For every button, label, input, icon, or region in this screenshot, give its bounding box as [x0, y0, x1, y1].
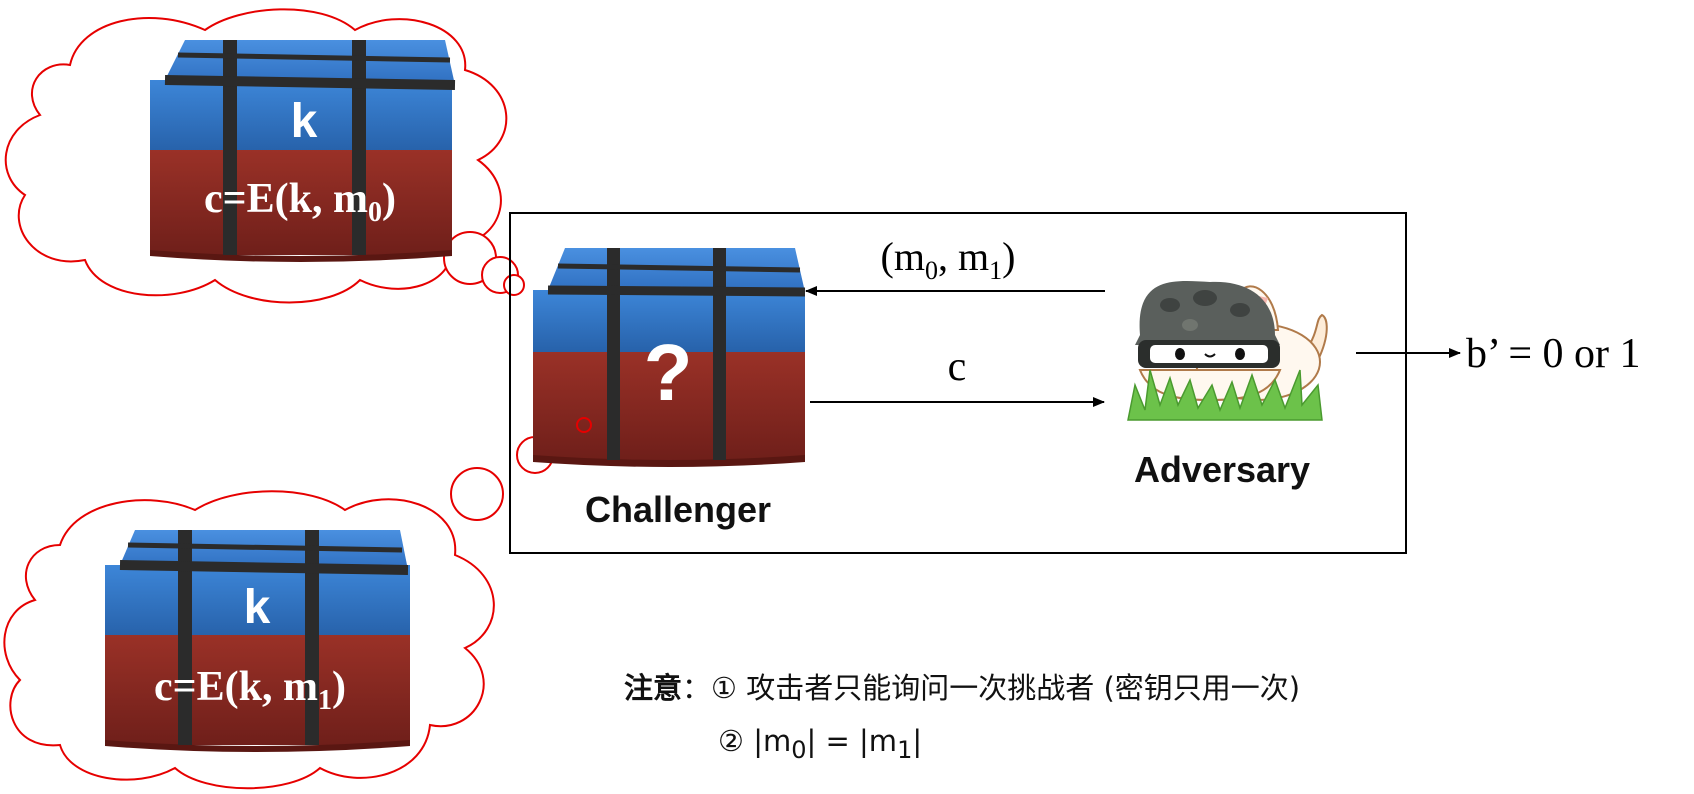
challenger-crate-icon [533, 248, 806, 467]
top-cipher-label: c=E(k, m0) [204, 176, 396, 228]
note-text-1: ① 攻击者只能询问一次挑战者 (密钥只用一次) [711, 671, 1301, 705]
bottom-cipher-label: c=E(k, m1) [154, 664, 346, 716]
challenger-label: Challenger [585, 489, 771, 530]
top-key-label: k [291, 95, 318, 148]
query-label: (m0, m1) [881, 234, 1016, 285]
note-title: 注意 [624, 671, 683, 705]
output-label: b’ = 0 or 1 [1466, 331, 1641, 377]
bottom-crate-icon [105, 530, 410, 752]
adversary-cat-icon [1127, 280, 1328, 421]
bottom-thought-cloud: k c=E(k, m1) [3, 436, 554, 790]
note-colon: ： [682, 671, 712, 705]
note-line-1: 注意：① 攻击者只能询问一次挑战者 (密钥只用一次) [624, 665, 1300, 707]
top-thought-bubble-small [503, 274, 525, 296]
challenger-question-mark: ? [644, 328, 693, 417]
bottom-thought-bubble-large [450, 467, 504, 521]
response-label: c [948, 344, 967, 390]
top-thought-cloud: k c=E(k, m0) [4, 8, 525, 304]
bottom-key-label: k [244, 581, 271, 634]
game-frame [509, 212, 1407, 554]
note-line-2: ② |m0| = |m1| [718, 724, 923, 764]
adversary-grass [1127, 369, 1323, 421]
adversary-label: Adversary [1134, 449, 1310, 490]
top-crate-icon [150, 40, 456, 262]
